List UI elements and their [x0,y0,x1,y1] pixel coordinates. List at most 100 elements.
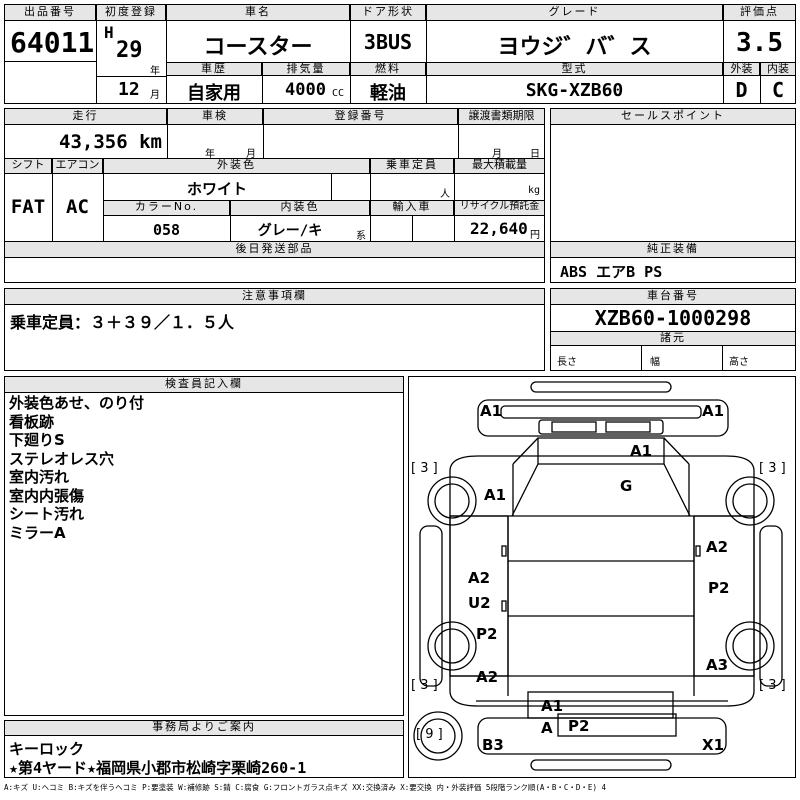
car-name-header: 車名 [166,4,350,21]
divider [370,158,371,241]
tire-tread-mark: [ 3 ] [411,678,438,693]
office-line-2: ★第4ヤード★福岡県小郡市松崎字栗崎260-1 [9,759,307,777]
divider [262,62,263,104]
interior-color-suffix: 系 [356,231,366,242]
recycle-unit: 円 [530,230,540,241]
damage-mark: U2 [468,594,491,612]
damage-mark: A1 [541,697,563,715]
divider [103,158,104,241]
inspector-note-line: 看板跡 [9,412,55,431]
door-type: 3BUS [363,30,413,54]
divider [167,108,168,158]
capacity-header: 乗車定員 [370,158,454,174]
interior-color-header: 内装色 [230,200,370,216]
divider [458,108,459,158]
plate-header: 登録番号 [263,108,458,125]
sales-point-header: セールスポイント [550,108,796,125]
color-number-header: カラーNo. [103,200,230,216]
exterior-color-header: 外装色 [103,158,370,174]
max-load-header: 最大積載量 [454,158,545,174]
color-number: 058 [152,221,181,239]
damage-mark: G [620,477,632,495]
capacity-unit: 人 [440,189,450,200]
tire-tread-mark: [ 3 ] [411,461,438,476]
era: H [104,23,114,42]
length-label: 長さ [557,357,577,368]
lot-number: 64011 [10,26,95,59]
shift: FAT [10,196,46,218]
air-conditioner: AC [66,196,89,218]
first-registration-header: 初度登録 [96,4,166,21]
exterior-grade: D [735,78,748,102]
damage-mark: P2 [476,625,497,643]
office-header: 事務局よりご案内 [4,720,404,736]
inspector-note-line: 室内汚れ [9,468,70,486]
grade-header: グレード [426,4,723,21]
interior-color: グレー/キ [257,223,323,239]
registration-month: 12 [118,79,140,100]
inspector-note-line: ミラーA [9,523,66,542]
damage-mark: A3 [706,656,728,674]
import-header: 輸入車 [370,200,454,216]
chassis-number-header: 車台番号 [550,288,796,305]
damage-mark: A1 [702,402,724,420]
registration-year: 29 [116,38,143,63]
transfer-month-unit: 月 [492,149,502,160]
notes-text: 乗車定員：３＋３９／１．５人 [10,313,235,332]
divider [723,4,724,104]
damage-mark: P2 [568,717,589,735]
overall-score: 3.5 [736,28,783,58]
fuel-header: 燃料 [350,62,426,76]
max-load-unit: kg [528,185,541,196]
divider [426,4,427,104]
inspector-header: 検査員記入欄 [4,376,404,393]
history: 自家用 [187,83,241,104]
year-unit: 年 [150,66,160,77]
car-name: コースター [203,35,313,60]
recycle-deposit-header: リサイクル預託金 [454,200,545,216]
displacement: 4000 [285,80,326,100]
damage-mark: A [541,719,553,737]
door-type-header: ドア形状 [350,4,426,21]
divider [52,158,53,241]
legend: A:キズ U:ヘコミ B:キズを伴うヘコミ P:要塗装 W:補修跡 S:錆 C:… [4,783,606,792]
divider [4,61,96,62]
transfer-deadline-header: 譲渡書類期限 [458,108,545,125]
divider [760,62,761,104]
transfer-day-unit: 日 [530,149,540,160]
month-unit: 月 [150,90,160,101]
width-label: 幅 [650,357,660,368]
displacement-unit: CC [332,88,345,99]
lot-number-header: 出品番号 [4,4,96,21]
specs-header: 諸元 [550,331,796,346]
interior-header: 内装 [760,62,796,76]
exterior-color: ホワイト [186,180,247,198]
divider [641,346,642,371]
divider [331,174,332,200]
damage-mark: A1 [630,442,652,460]
tire-tread-mark: [ 9 ] [416,727,443,742]
divider [350,4,351,62]
damage-mark: A2 [476,668,498,686]
inspector-note-line: シート汚れ [9,505,85,523]
divider [96,4,97,104]
inspection-header: 車検 [167,108,263,125]
damage-mark: A2 [468,569,490,587]
divider [96,76,166,77]
fuel: 軽油 [370,83,406,104]
score-header: 評価点 [723,4,796,21]
inspection-year-unit: 年 [205,149,215,160]
divider [166,4,167,104]
mileage-header: 走行 [4,108,167,125]
damage-mark: X1 [702,736,724,754]
inspection-month-unit: 月 [246,149,256,160]
divider [454,158,455,241]
shift-header: シフト [4,158,52,174]
damage-mark: P2 [708,579,729,597]
divider [350,62,351,104]
exterior-header: 外装 [723,62,760,76]
later-parts-header: 後日発送部品 [4,241,545,258]
